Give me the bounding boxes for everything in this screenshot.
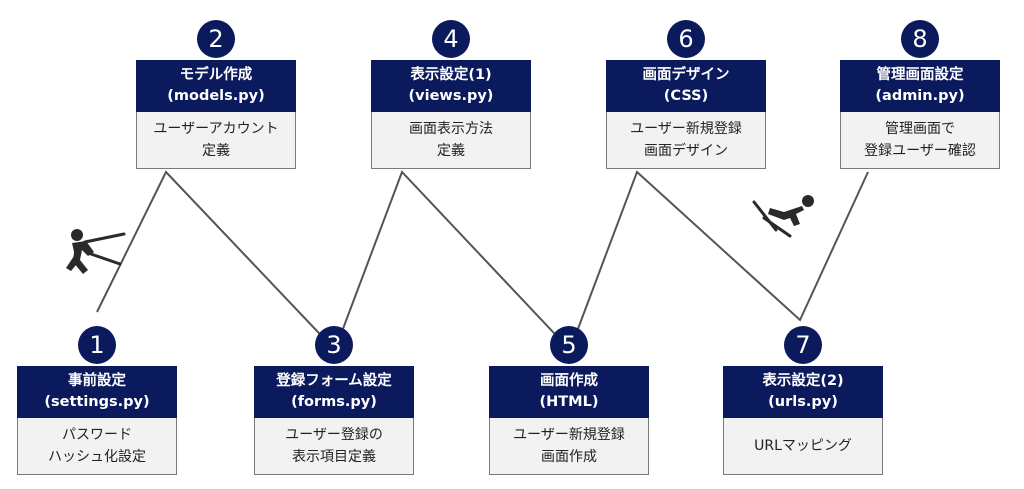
step-number: 4 xyxy=(432,20,470,58)
step-7: 7 表示設定(2) (urls.py) URLマッピング xyxy=(723,326,883,475)
step-2: 2 モデル作成 (models.py) ユーザーアカウント 定義 xyxy=(136,20,296,169)
step-header: 事前設定 (settings.py) xyxy=(17,366,177,418)
step-title: 画面作成 xyxy=(540,373,598,389)
step-header: 画面作成 (HTML) xyxy=(489,366,649,418)
climber-icon xyxy=(66,229,126,274)
skier-icon xyxy=(752,195,814,238)
step-header: 登録フォーム設定 (forms.py) xyxy=(254,366,414,418)
step-header: モデル作成 (models.py) xyxy=(136,60,296,112)
step-title: 事前設定 xyxy=(68,373,126,389)
step-number: 7 xyxy=(784,326,822,364)
step-1: 1 事前設定 (settings.py) パスワード ハッシュ化設定 xyxy=(17,326,177,475)
step-title: 登録フォーム設定 xyxy=(276,373,392,389)
step-subtitle: (admin.py) xyxy=(875,88,965,104)
step-number: 3 xyxy=(315,326,353,364)
step-number: 2 xyxy=(197,20,235,58)
step-subtitle: (HTML) xyxy=(539,394,599,410)
step-header: 表示設定(2) (urls.py) xyxy=(723,366,883,418)
desc-line-2: 画面作成 xyxy=(541,449,597,465)
step-description: 管理画面で 登録ユーザー確認 xyxy=(840,112,1000,169)
step-subtitle: (models.py) xyxy=(167,88,265,104)
step-description: パスワード ハッシュ化設定 xyxy=(17,418,177,475)
step-subtitle: (settings.py) xyxy=(44,394,150,410)
step-header: 表示設定(1) (views.py) xyxy=(371,60,531,112)
desc-line-2: 登録ユーザー確認 xyxy=(864,143,976,159)
step-description: URLマッピング xyxy=(723,418,883,475)
step-title: 画面デザイン xyxy=(642,67,730,83)
desc-line-1: 管理画面で xyxy=(885,121,955,137)
step-subtitle: (views.py) xyxy=(408,88,494,104)
step-number: 6 xyxy=(667,20,705,58)
step-title: 表示設定(2) xyxy=(762,373,844,389)
step-5: 5 画面作成 (HTML) ユーザー新規登録 画面作成 xyxy=(489,326,649,475)
step-description: ユーザーアカウント 定義 xyxy=(136,112,296,169)
desc-line-2: 表示項目定義 xyxy=(292,449,376,465)
step-8: 8 管理画面設定 (admin.py) 管理画面で 登録ユーザー確認 xyxy=(840,20,1000,169)
desc-line-1: ユーザー登録の xyxy=(285,427,383,443)
step-description: 画面表示方法 定義 xyxy=(371,112,531,169)
desc-line-1: 画面表示方法 xyxy=(409,121,493,137)
step-subtitle: (CSS) xyxy=(663,88,709,104)
desc-line-2: 定義 xyxy=(202,143,230,159)
desc-line-2: 画面デザイン xyxy=(644,143,728,159)
step-6: 6 画面デザイン (CSS) ユーザー新規登録 画面デザイン xyxy=(606,20,766,169)
step-header: 管理画面設定 (admin.py) xyxy=(840,60,1000,112)
desc-line-1: ユーザーアカウント xyxy=(153,121,279,137)
step-description: ユーザー登録の 表示項目定義 xyxy=(254,418,414,475)
step-subtitle: (urls.py) xyxy=(768,394,838,410)
step-3: 3 登録フォーム設定 (forms.py) ユーザー登録の 表示項目定義 xyxy=(254,326,414,475)
desc-line-1: ユーザー新規登録 xyxy=(513,427,625,443)
desc-line-1: パスワード xyxy=(62,427,132,443)
step-title: 管理画面設定 xyxy=(876,67,964,83)
desc-line-1: URLマッピング xyxy=(754,438,852,454)
desc-line-1: ユーザー新規登録 xyxy=(630,121,742,137)
desc-line-2: ハッシュ化設定 xyxy=(48,449,146,465)
step-header: 画面デザイン (CSS) xyxy=(606,60,766,112)
step-number: 8 xyxy=(901,20,939,58)
step-4: 4 表示設定(1) (views.py) 画面表示方法 定義 xyxy=(371,20,531,169)
step-title: モデル作成 xyxy=(179,67,253,83)
desc-line-2: 定義 xyxy=(437,143,465,159)
step-title: 表示設定(1) xyxy=(410,67,492,83)
step-description: ユーザー新規登録 画面デザイン xyxy=(606,112,766,169)
step-subtitle: (forms.py) xyxy=(291,394,377,410)
zigzag-line xyxy=(96,170,869,352)
step-number: 1 xyxy=(78,326,116,364)
step-number: 5 xyxy=(550,326,588,364)
step-description: ユーザー新規登録 画面作成 xyxy=(489,418,649,475)
